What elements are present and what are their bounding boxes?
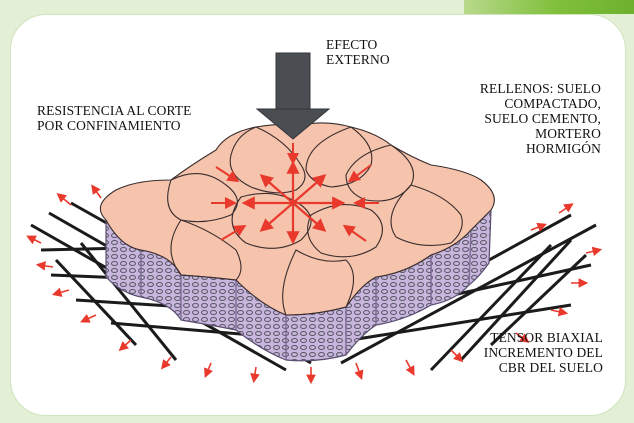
label-line: EFECTO: [326, 37, 378, 52]
label-efecto-externo: EFECTO EXTERNO: [326, 37, 390, 67]
green-accent-tab: [464, 0, 634, 14]
label-line: RELLENOS: SUELO: [479, 81, 601, 96]
label-line: POR CONFINAMIENTO: [37, 118, 181, 133]
label-tensor-biaxial: TENSOR BIAXIAL INCREMENTO DEL CBR DEL SU…: [484, 330, 603, 375]
label-line: HORMIGÓN: [525, 141, 601, 156]
label-line: SUELO CEMENTO,: [484, 111, 601, 126]
label-resistencia: RESISTENCIA AL CORTE POR CONFINAMIENTO: [37, 103, 191, 133]
tension-arrows: [26, 184, 603, 385]
label-rellenos: RELLENOS: SUELO COMPACTADO, SUELO CEMENT…: [480, 81, 601, 156]
label-line: INCREMENTO DEL: [483, 345, 603, 360]
external-load-arrow: [255, 52, 331, 140]
label-line: COMPACTADO,: [504, 96, 601, 111]
diagram-card: EFECTO EXTERNO RESISTENCIA AL CORTE POR …: [10, 14, 626, 416]
radial-arrows: [241, 160, 346, 245]
label-line: RESISTENCIA AL CORTE: [37, 103, 192, 118]
label-line: EXTERNO: [326, 52, 390, 67]
label-line: TENSOR BIAXIAL: [490, 330, 603, 345]
label-line: CBR DEL SUELO: [498, 360, 603, 375]
geocell-diagram: [26, 52, 603, 385]
label-line: MORTERO: [535, 126, 601, 141]
inward-arrows: [211, 143, 379, 242]
